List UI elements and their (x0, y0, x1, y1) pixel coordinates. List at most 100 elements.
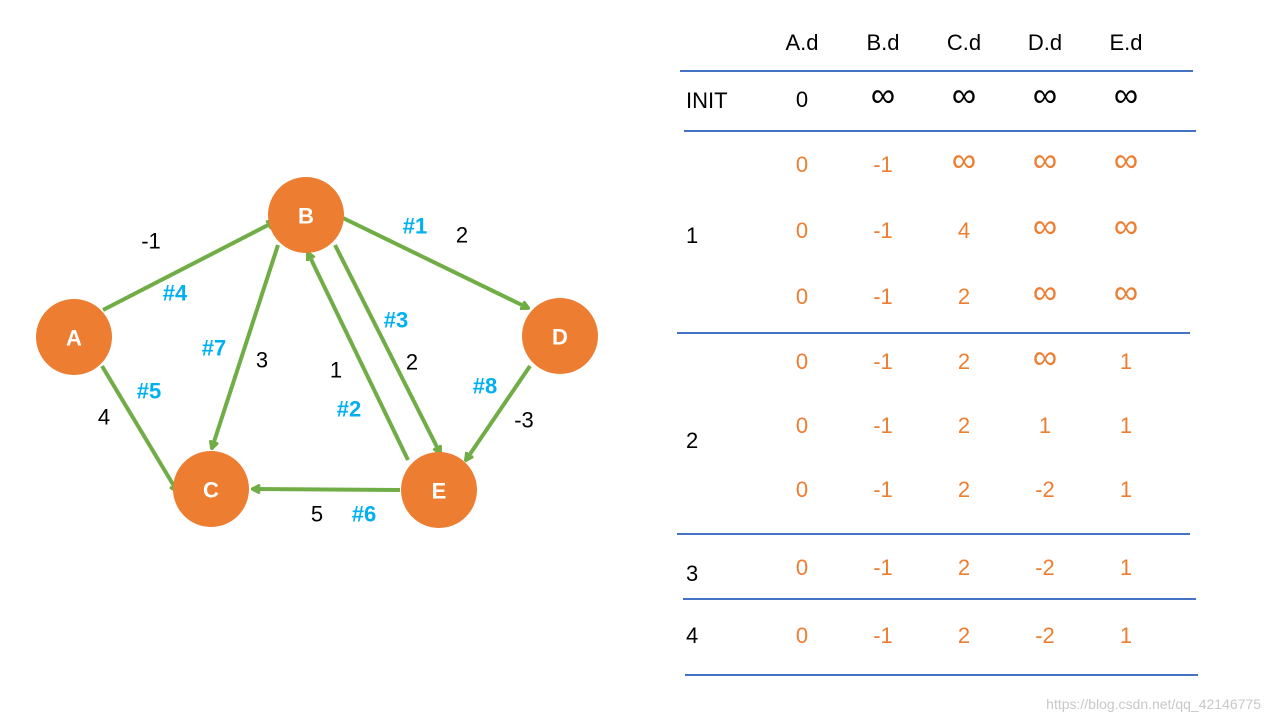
table-cell: 0 (795, 477, 809, 502)
table-cell: -1 (873, 623, 893, 648)
table-cell: 0 (795, 413, 809, 438)
edge-b-e (333, 244, 440, 453)
edge-id-a-c: #5 (137, 379, 161, 404)
edge-labels-group: 2 #1 1 #2 2 #3 -1 #4 4 #5 5 #6 3 #7 -3 #8 (98, 214, 534, 527)
node-d (522, 298, 598, 374)
nodes-group: A B C D E (36, 177, 598, 528)
table-cell: -1 (873, 413, 893, 438)
edge-b-d (342, 216, 528, 308)
edge-b-c (212, 244, 280, 448)
edge-weight-a-b: -1 (141, 229, 161, 254)
node-label-e: E (432, 479, 447, 504)
edge-id-b-c: #7 (202, 336, 226, 361)
table-cell: 1 (1119, 555, 1133, 580)
table-cell: 0 (795, 218, 809, 243)
table-cell: ∞ (1113, 141, 1139, 180)
table-cell: -1 (873, 555, 893, 580)
table-cell: ∞ (1032, 141, 1058, 180)
table-cell: 0 (795, 349, 809, 374)
table-cell: 4 (957, 218, 971, 243)
graph-diagram: A B C D E 2 #1 1 #2 2 #3 -1 #4 4 #5 5 #6 3 #7 -3 #8 (36, 177, 598, 528)
edge-weight-b-c: 3 (256, 348, 268, 373)
column-header: A.d (785, 30, 819, 55)
table-cell: ∞ (1113, 207, 1139, 246)
table-cell: 1 (1119, 623, 1133, 648)
table-cell: 0 (795, 623, 809, 648)
column-header: C.d (946, 30, 982, 55)
table-cell: -1 (873, 349, 893, 374)
edge-e-c (253, 489, 401, 490)
edge-weight-d-e: -3 (514, 408, 534, 433)
edge-a-c (100, 364, 177, 491)
table-cell: -2 (1035, 555, 1055, 580)
table-cell: 2 (957, 413, 971, 438)
table-cell: 2 (957, 477, 971, 502)
table-cell: -1 (873, 152, 893, 177)
table-divider (684, 130, 1196, 132)
edge-weight-a-c: 4 (98, 405, 110, 430)
row-label-init: INIT (686, 88, 728, 113)
node-e (401, 452, 477, 528)
edge-weight-b-e: 2 (406, 350, 418, 375)
edge-weight-e-b: 1 (330, 358, 342, 383)
row-label-iteration: 1 (686, 223, 699, 248)
table-cell: -1 (873, 284, 893, 309)
table-cell: ∞ (951, 141, 977, 180)
table-cell: 0 (795, 152, 809, 177)
table-divider (680, 70, 1193, 72)
edge-d-e (466, 364, 532, 460)
table-divider (677, 533, 1190, 535)
node-label-a: A (66, 326, 82, 351)
edge-id-a-b: #4 (163, 281, 188, 306)
edge-e-b (308, 253, 410, 461)
row-label-iteration: 3 (686, 561, 699, 586)
table-cell: ∞ (1032, 338, 1058, 377)
node-b (268, 177, 344, 253)
table-cell: ∞ (870, 76, 896, 115)
table-cell: -2 (1035, 623, 1055, 648)
row-label-iteration: 2 (686, 428, 699, 453)
table-cell: 2 (957, 623, 971, 648)
node-label-b: B (298, 204, 314, 229)
edge-id-b-e: #3 (384, 308, 408, 333)
edges-group (100, 216, 532, 491)
column-header: E.d (1109, 30, 1143, 55)
table-cell: -2 (1035, 477, 1055, 502)
node-a (36, 299, 112, 375)
table-cell: 1 (1038, 413, 1052, 438)
column-header: B.d (866, 30, 900, 55)
table-cell: ∞ (1032, 207, 1058, 246)
table-divider (677, 332, 1190, 334)
table-cell: 0 (795, 284, 809, 309)
table-cell: ∞ (1032, 76, 1058, 115)
table-cell: 1 (1119, 413, 1133, 438)
table-cell: 2 (957, 555, 971, 580)
edge-id-e-c: #6 (352, 502, 376, 527)
edge-id-e-b: #2 (337, 397, 361, 422)
watermark: https://blog.csdn.net/qq_42146775 (1046, 696, 1261, 712)
table-divider (685, 674, 1198, 676)
edge-weight-b-d: 2 (456, 223, 468, 248)
table-divider (683, 598, 1196, 600)
table-cell: 2 (957, 349, 971, 374)
node-label-c: C (203, 478, 219, 503)
table-cell: -1 (873, 477, 893, 502)
edge-weight-e-c: 5 (311, 502, 323, 527)
table-cell: -1 (873, 218, 893, 243)
node-c (173, 451, 249, 527)
table-cell: 0 (795, 87, 809, 112)
table-cell: 1 (1119, 349, 1133, 374)
edge-id-d-e: #8 (473, 374, 497, 399)
table-cell: ∞ (951, 76, 977, 115)
table-cell: 0 (795, 555, 809, 580)
row-label-iteration: 4 (686, 623, 699, 648)
column-header: D.d (1027, 30, 1063, 55)
table-cell: ∞ (1113, 273, 1139, 312)
node-label-d: D (552, 325, 568, 350)
edge-id-b-d: #1 (403, 214, 427, 239)
edge-a-b (102, 222, 274, 312)
table-cell: ∞ (1113, 76, 1139, 115)
table-cell: 1 (1119, 477, 1133, 502)
table-cell: ∞ (1032, 273, 1058, 312)
table-cell: 2 (957, 284, 971, 309)
